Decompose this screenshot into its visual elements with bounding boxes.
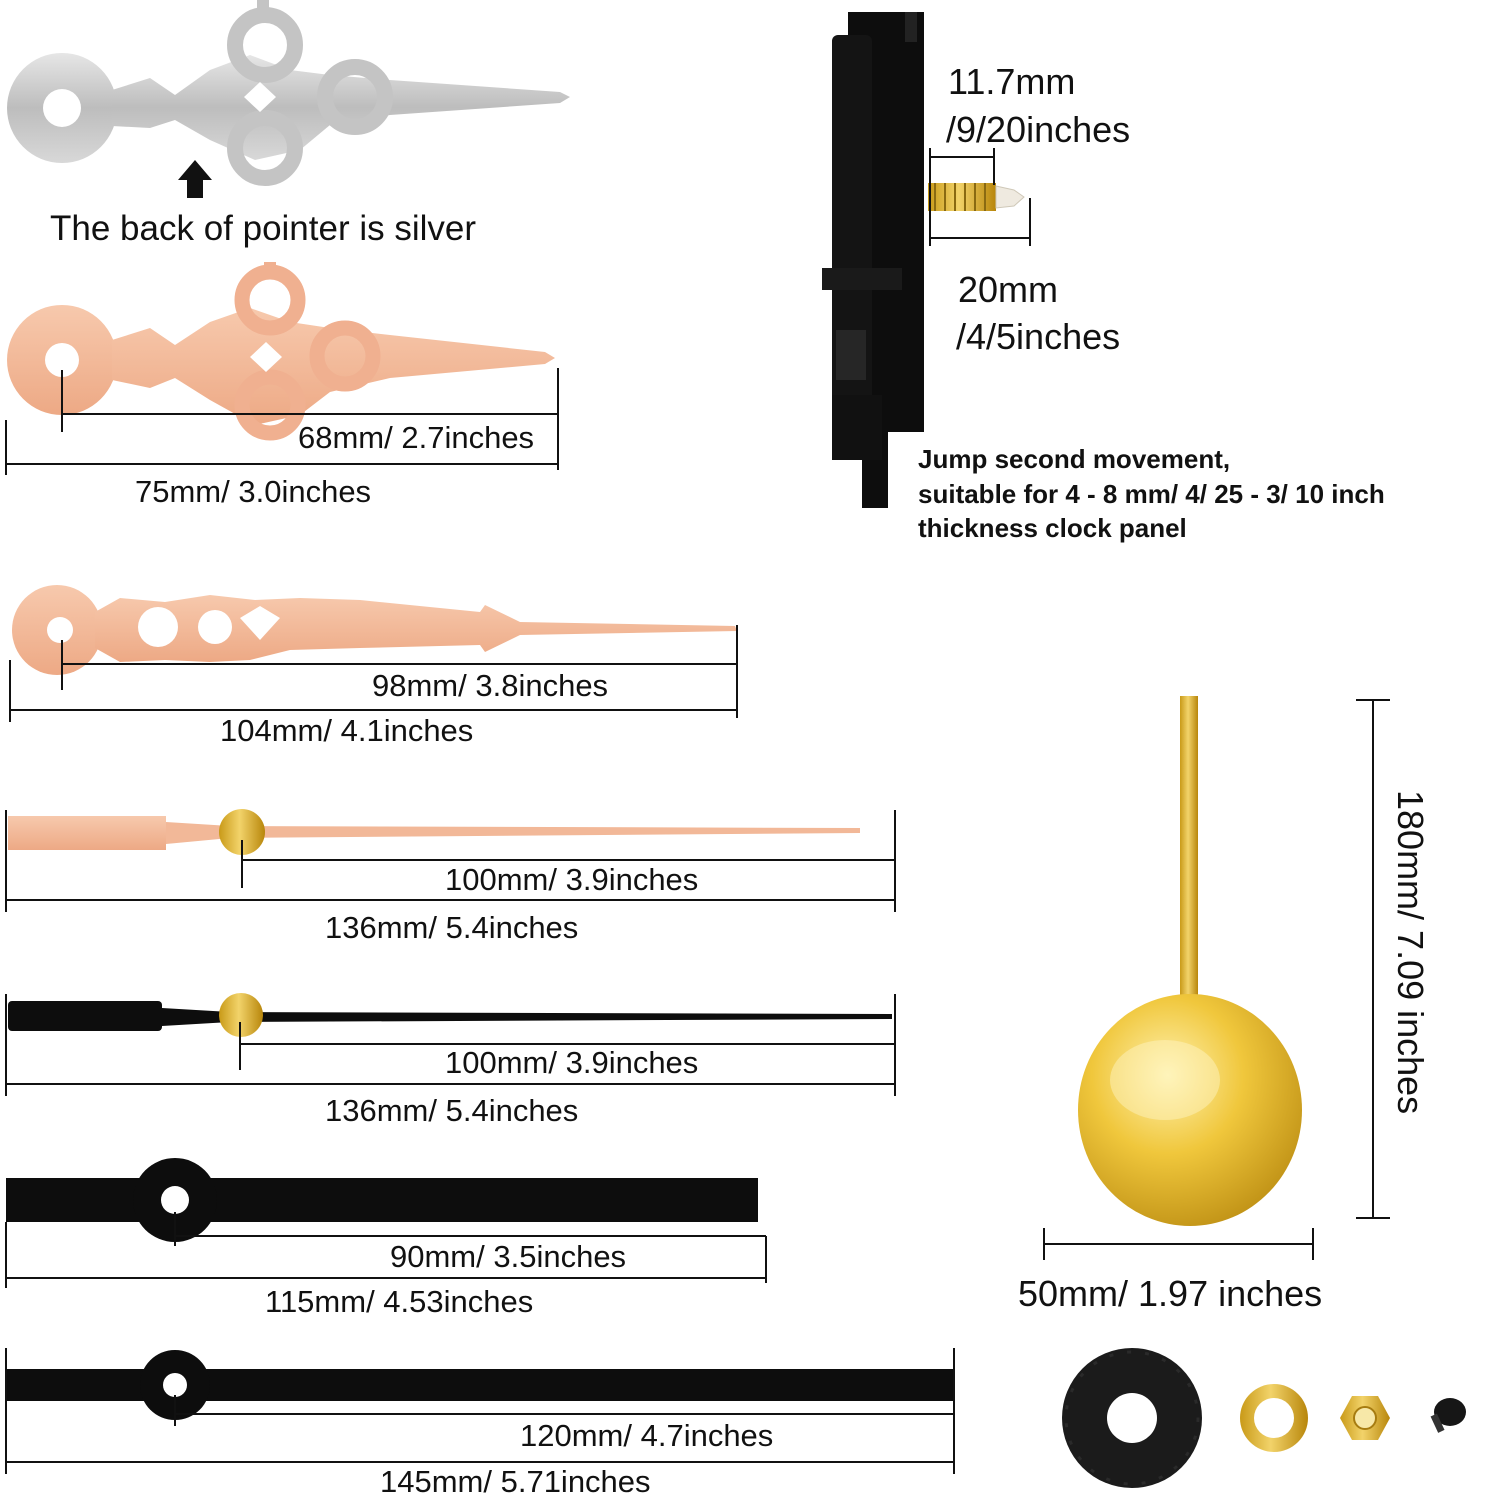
hand-2-inner-length: 68mm/ 2.7inches — [298, 420, 534, 455]
rose-ornate-hour-hand — [7, 262, 555, 441]
hand-3-inner-length: 98mm/ 3.8inches — [372, 668, 608, 703]
dimension-lines-hand-2 — [5, 368, 559, 475]
black-second-hand — [8, 993, 892, 1037]
dimension-lines-hand-3 — [9, 625, 738, 722]
silver-back-note: The back of pointer is silver — [50, 209, 476, 248]
dimension-lines-hand-6 — [5, 1212, 767, 1288]
hand-5-inner-length: 100mm/ 3.9inches — [445, 1045, 698, 1080]
shaft-short-inches: /9/20inches — [946, 109, 1130, 150]
hex-nut — [1340, 1396, 1390, 1440]
hand-7-outer-length: 145mm/ 5.71inches — [380, 1464, 651, 1499]
shaft-long-inches: /4/5inches — [956, 316, 1120, 357]
hand-5-outer-length: 136mm/ 5.4inches — [325, 1093, 578, 1128]
movement-description-line-2: suitable for 4 - 8 mm/ 4/ 25 - 3/ 10 inc… — [918, 479, 1385, 509]
hand-6-inner-length: 90mm/ 3.5inches — [390, 1239, 626, 1274]
hand-4-outer-length: 136mm/ 5.4inches — [325, 910, 578, 945]
up-arrow-icon — [178, 160, 212, 198]
rubber-washer — [1062, 1348, 1202, 1488]
black-minute-hand — [6, 1350, 954, 1420]
hand-4-inner-length: 100mm/ 3.9inches — [445, 862, 698, 897]
dimension-lines-hand-5 — [5, 994, 896, 1096]
shaft-long-mm: 20mm — [958, 269, 1058, 310]
dimension-lines-pendulum — [1043, 699, 1390, 1260]
rose-second-hand — [8, 809, 860, 855]
rose-ornate-minute-hand — [12, 585, 737, 675]
movement-description-line-1: Jump second movement, — [918, 444, 1230, 474]
cap-nut — [1430, 1398, 1466, 1433]
hand-3-outer-length: 104mm/ 4.1inches — [220, 713, 473, 748]
brass-shaft — [928, 183, 1025, 211]
pendulum-width: 50mm/ 1.97 inches — [1018, 1273, 1322, 1314]
movement-description-line-3: thickness clock panel — [918, 513, 1187, 543]
pendulum-height: 180mm/ 7.09 inches — [1390, 790, 1431, 1114]
hand-7-inner-length: 120mm/ 4.7inches — [520, 1418, 773, 1453]
pendulum — [1078, 696, 1302, 1226]
black-hour-hand — [6, 1158, 758, 1242]
hand-2-outer-length: 75mm/ 3.0inches — [135, 474, 371, 509]
clock-movement — [822, 12, 1025, 508]
dimension-lines-movement — [929, 148, 1031, 246]
brass-washer — [1240, 1384, 1308, 1452]
silver-ornate-hand — [7, 0, 570, 186]
shaft-short-mm: 11.7mm — [948, 61, 1075, 102]
hand-6-outer-length: 115mm/ 4.53inches — [265, 1284, 533, 1319]
dimension-lines-hand-4 — [5, 810, 896, 912]
dimension-lines-hand-7 — [5, 1348, 955, 1474]
